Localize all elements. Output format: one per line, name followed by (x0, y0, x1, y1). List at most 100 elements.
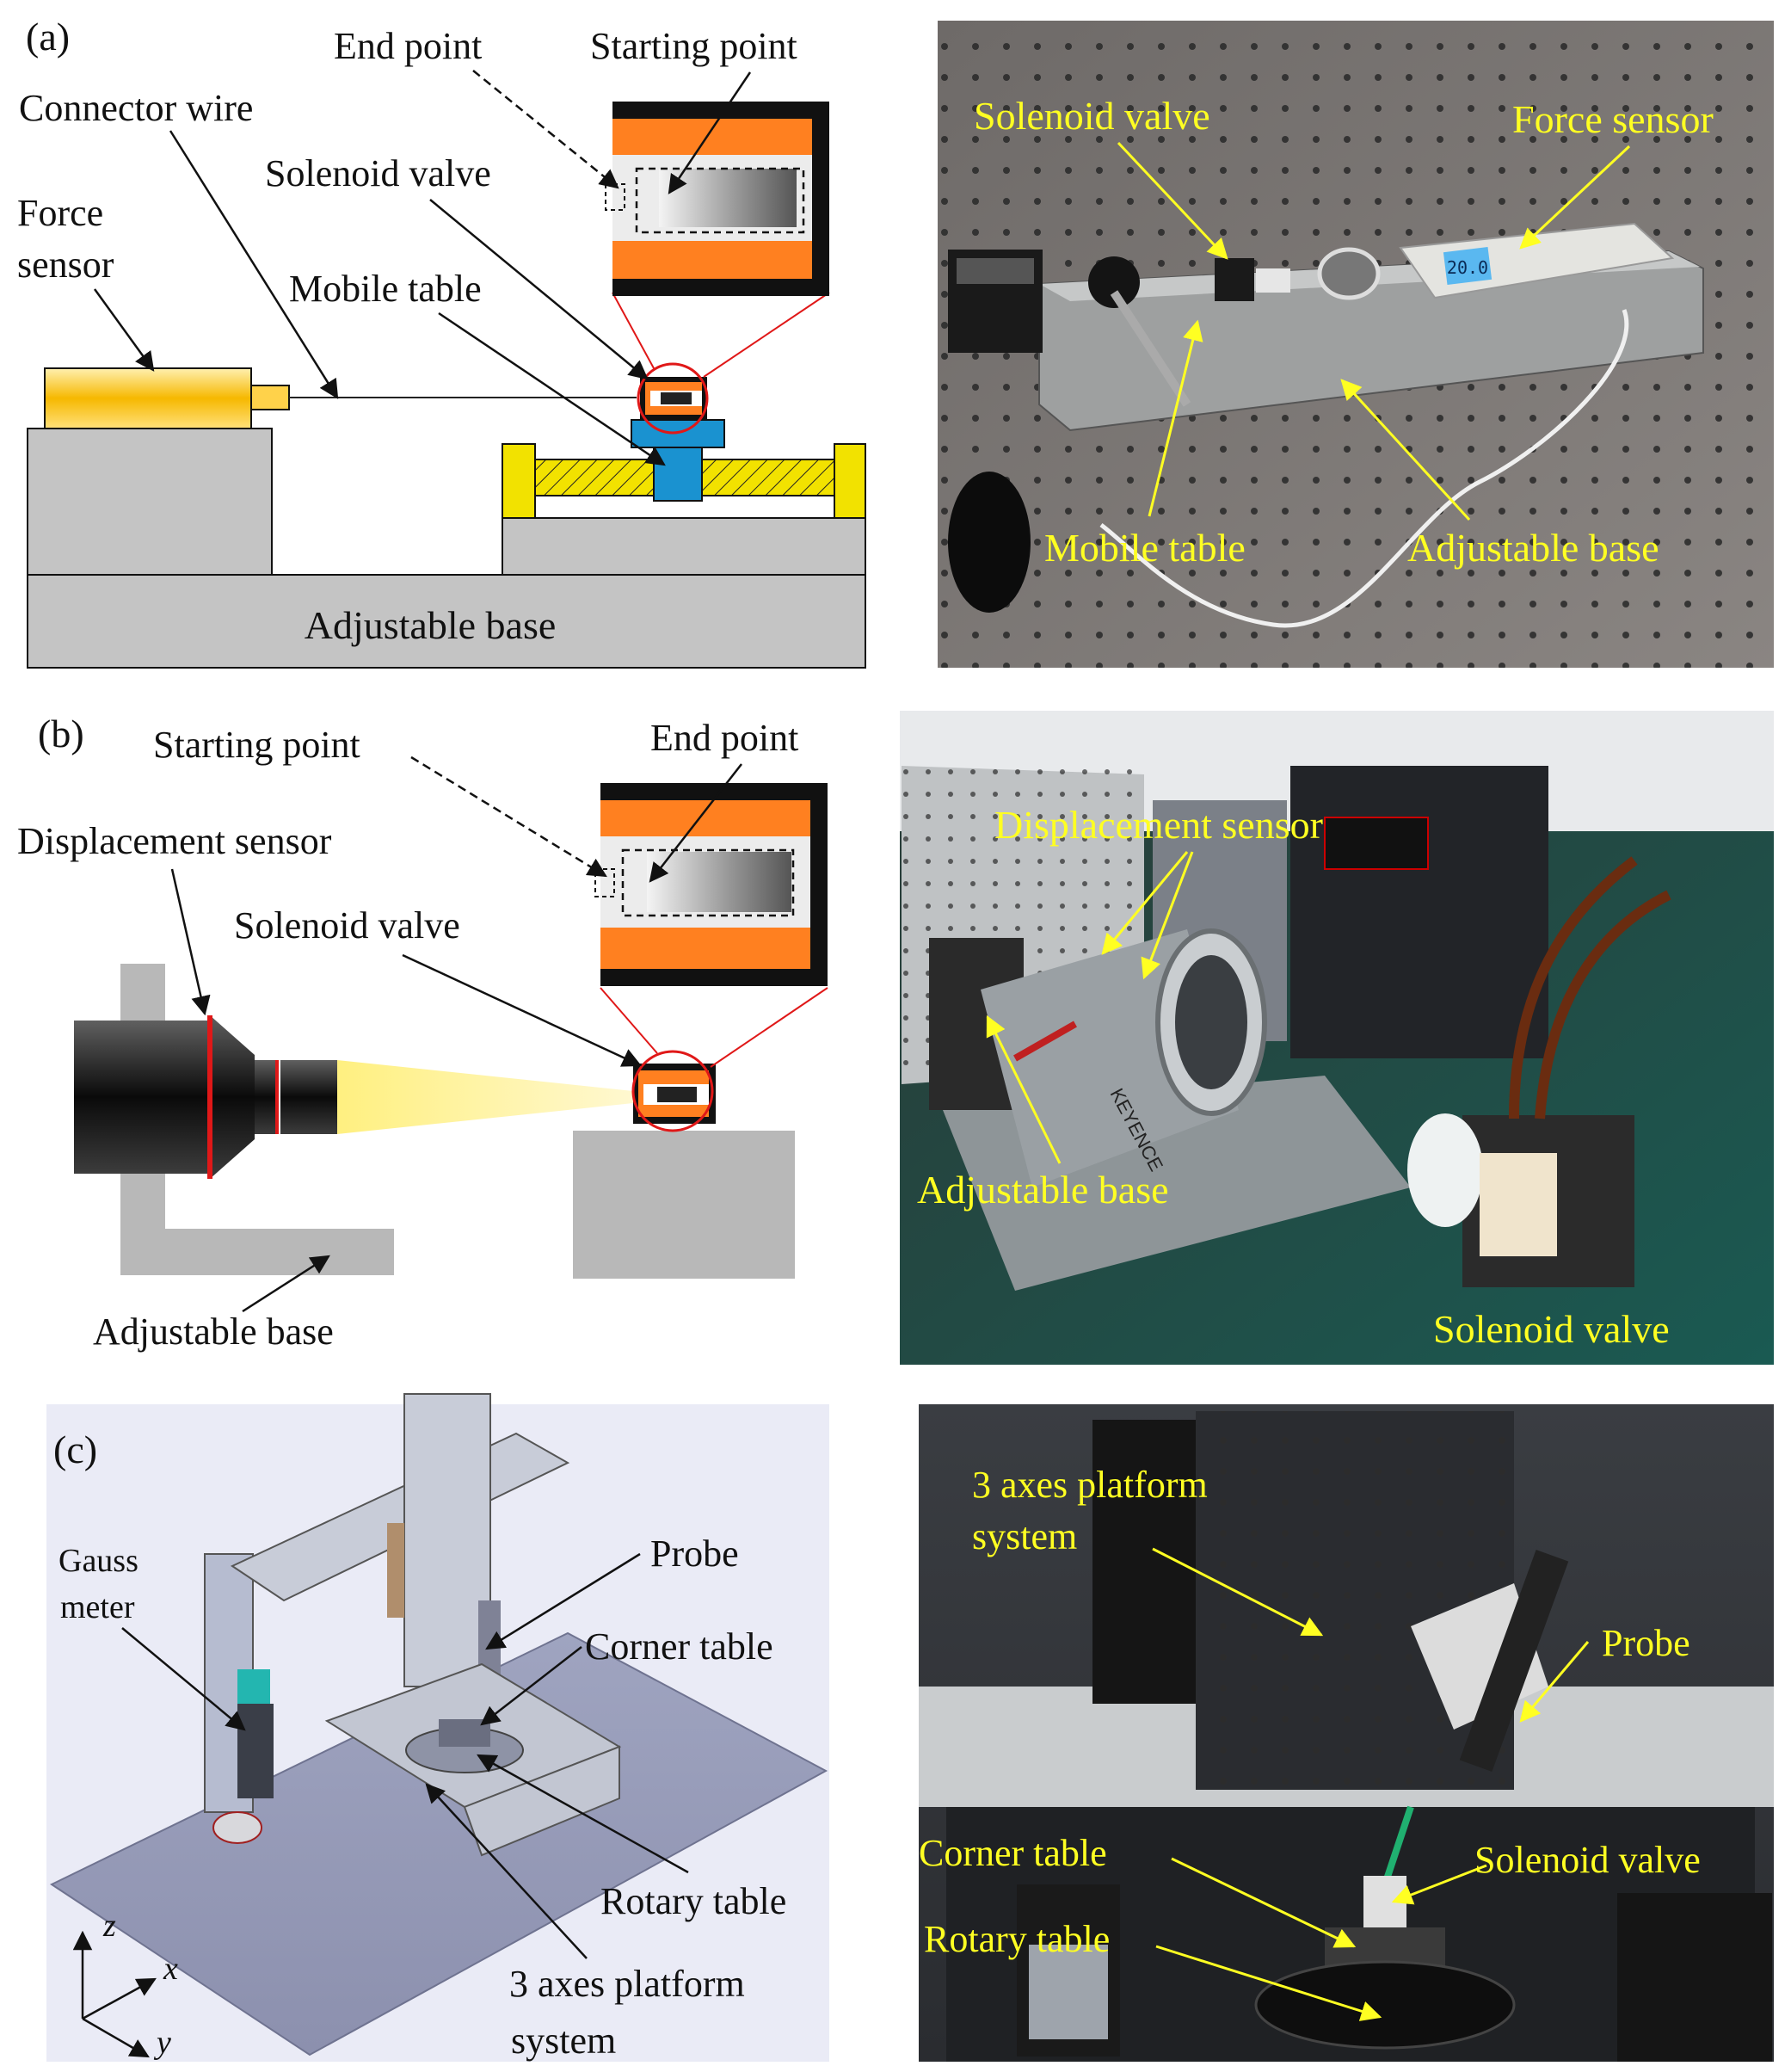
sensor-nose-2 (280, 1060, 337, 1134)
label-corner-table: Corner table (585, 1625, 773, 1668)
photo-a-lever-arm (1110, 290, 1191, 407)
sensor-nose-1 (255, 1060, 277, 1134)
render-c-gauss-base (212, 1811, 262, 1844)
valve-small-a-plunger (661, 392, 692, 404)
label-platform-c2: system (511, 2020, 616, 2062)
arrow-end-point-a (472, 70, 619, 189)
render-c-cable-chain (387, 1523, 404, 1618)
photo-c-arrow-probe (1519, 1641, 1590, 1723)
arrow-mobile-table (438, 311, 666, 466)
label-end-point-a: End point (334, 25, 482, 67)
panel-c-render: (c) Gauss meter Probe Corner table Rotar… (46, 1393, 829, 2062)
render-c-gauss-meter (237, 1704, 274, 1798)
displacement-sensor-taper (210, 1015, 255, 1179)
arrow-corner-table (480, 1646, 582, 1726)
photo-a-lever-knob (1088, 256, 1140, 308)
photo-b-label-displacement-sensor: Displacement sensor (994, 803, 1323, 847)
photo-c-rotary-table (1254, 1960, 1516, 2050)
label-gauss-meter-2: meter (60, 1589, 135, 1625)
arrow-starting-point-a (668, 71, 752, 194)
photo-b-wire-2 (1535, 890, 1671, 1119)
label-adjustable-base-b: Adjustable base (93, 1310, 334, 1353)
force-sensor-tip (250, 385, 290, 410)
photo-a-arrow-base (1340, 379, 1471, 521)
label-adjustable-base-a: Adjustable base (305, 603, 557, 647)
bracket-horizontal (120, 1229, 394, 1275)
rail-end-right (834, 443, 866, 519)
panel-c-photo: 3 axes platform system Probe Corner tabl… (919, 1404, 1774, 2062)
photo-b-controller (1290, 766, 1548, 1058)
photo-b-label-solenoid-valve: Solenoid valve (1433, 1307, 1670, 1351)
zoom-line-b2 (710, 987, 828, 1068)
photo-a-cable (1099, 309, 1629, 628)
photo-b-valve-label (1480, 1153, 1557, 1256)
photo-b-arrow-sensor-1 (1101, 851, 1189, 955)
photo-b-arrow-base (986, 1014, 1062, 1164)
zoom-line-b1 (600, 987, 658, 1054)
photo-c-label-probe: Probe (1602, 1622, 1690, 1664)
photo-c-cylinder (1617, 1893, 1772, 2062)
label-displacement-sensor: Displacement sensor (17, 820, 332, 862)
force-sensor-pedestal (27, 428, 273, 576)
mobile-table-carriage (653, 447, 703, 502)
axis-z-label: z (102, 1908, 116, 1944)
panel-b-diagram: (b) Starting point E (17, 712, 828, 1353)
photo-c-arrow-platform (1152, 1547, 1324, 1637)
photo-a-label-mobile-table: Mobile table (1044, 526, 1246, 570)
photo-c-arrow-rotary (1155, 1945, 1382, 2021)
rail-platform (502, 517, 866, 576)
adjustable-base-a (27, 574, 866, 669)
photo-b-valve-cap (1407, 1113, 1483, 1227)
zoom-line-a1 (612, 292, 655, 369)
arrow-solenoid-valve-a (429, 199, 649, 380)
photo-c-arrow-corner (1171, 1857, 1357, 1948)
photo-b-controller-display (1324, 817, 1429, 870)
photo-a-gauge-display (1443, 246, 1492, 286)
arrow-displacement-sensor (170, 868, 211, 1016)
label-connector-wire: Connector wire (19, 87, 253, 129)
photo-b-arrow-sensor-2 (1141, 851, 1194, 980)
laser-beam (337, 1060, 633, 1134)
photo-a-arrow-mobile-table (1148, 319, 1203, 517)
panel-a-photo: 20.0 Solenoid valve Force sensor Mobile … (938, 21, 1774, 668)
photo-a-label-solenoid-valve: Solenoid valve (974, 94, 1210, 138)
photo-b-wire-1 (1509, 856, 1638, 1119)
valve-enlarged-a (605, 102, 829, 296)
photo-c-label-platform-1: 3 axes platform (972, 1464, 1208, 1506)
photo-c-probe-tip (1382, 1805, 1414, 1886)
panel-c-tag: (c) (53, 1428, 97, 1471)
photo-b-label-adjustable-base: Adjustable base (917, 1168, 1169, 1212)
displacement-sensor-body (74, 1021, 210, 1174)
axis-y-label: y (153, 2025, 171, 2061)
axis-x-line (82, 1977, 157, 2020)
photo-c-probe (1459, 1549, 1569, 1773)
force-sensor-body (44, 367, 252, 429)
label-force-sensor-a1: Force (17, 192, 103, 234)
photo-a-solenoid-mount (1256, 268, 1290, 293)
photo-c-arrow-solenoid (1391, 1864, 1487, 1905)
photo-c-transformer-coil (1029, 1945, 1108, 2039)
panel-b-photo: KEYENCE Displacement sensor Adjustable b… (900, 711, 1774, 1365)
photo-a-arrow-solenoid (1117, 141, 1228, 260)
label-probe: Probe (650, 1532, 739, 1575)
label-force-sensor-a2: sensor (17, 244, 114, 286)
arrow-platform-c (425, 1783, 588, 1959)
photo-c-label-corner-table: Corner table (919, 1832, 1107, 1874)
valve-enlarged-b (594, 783, 828, 986)
axis-x-label: x (163, 1951, 178, 1987)
label-solenoid-valve-a: Solenoid valve (265, 152, 491, 194)
valve-support-block (573, 1131, 795, 1279)
callout-circle-b (631, 1050, 714, 1132)
arrow-rotary-table (477, 1754, 689, 1874)
label-starting-point-b: Starting point (153, 724, 360, 766)
photo-c-label-solenoid-valve: Solenoid valve (1474, 1839, 1701, 1881)
panel-b-tag: (b) (38, 712, 84, 755)
arrow-force-sensor-a (93, 288, 155, 372)
photo-c-label-platform-2: system (972, 1515, 1077, 1557)
photo-a-terminal-strip (957, 258, 1034, 284)
photo-a-solenoid (1215, 258, 1254, 301)
render-c-probe-column (403, 1393, 491, 1687)
photo-b-sensor-lens-inner (1175, 955, 1247, 1089)
photo-a-arrow-force (1519, 145, 1631, 250)
